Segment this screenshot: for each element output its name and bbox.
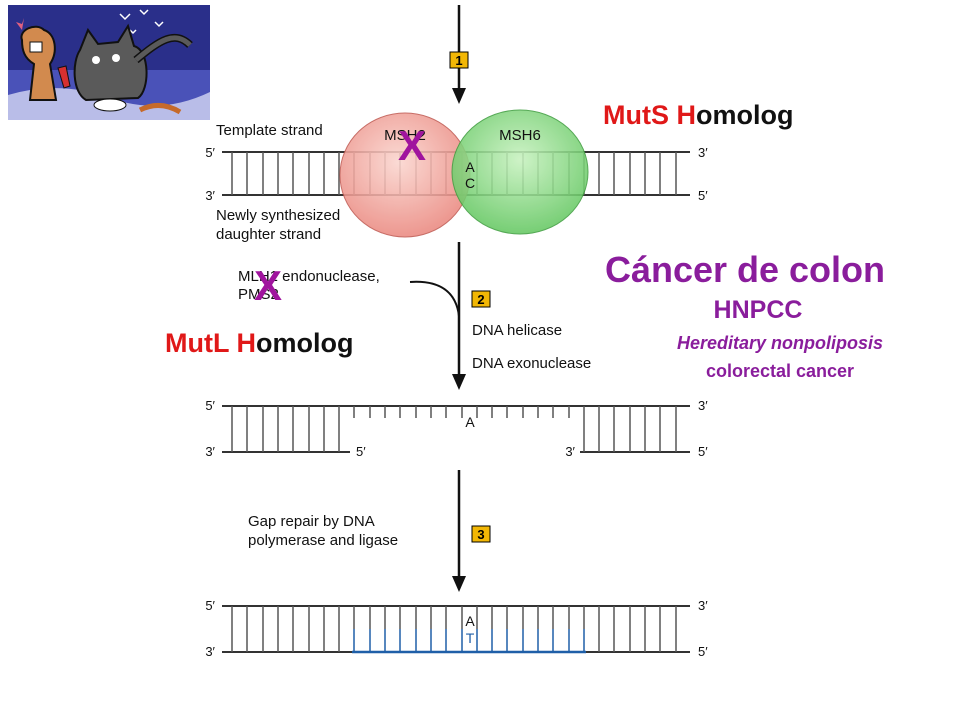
step-2-number: 2 <box>477 292 484 307</box>
cat-and-figure-cartoon <box>8 5 210 120</box>
strand-end-5: 5′ <box>698 644 708 659</box>
polymerase-ligase-label: polymerase and ligase <box>248 532 398 549</box>
base-a: A <box>465 414 475 430</box>
mismatch-base-top: A <box>465 159 475 175</box>
strand-end-3: 3′ <box>205 444 215 459</box>
strand-end-3: 3′ <box>698 398 708 413</box>
strand-end-5: 5′ <box>698 444 708 459</box>
strand-end-3: 3′ <box>698 598 708 613</box>
muts-homolog-label: MutS Homolog <box>603 100 794 130</box>
strand-end-3: 3′ <box>205 188 215 203</box>
gap-end-3: 3′ <box>565 444 575 459</box>
step-3-arrow <box>452 470 466 592</box>
template-strand-label: Template strand <box>216 122 323 139</box>
base-a: A <box>465 613 475 629</box>
hnpcc-label: HNPCC <box>714 296 803 324</box>
gap-end-5: 5′ <box>356 444 366 459</box>
dna-duplex-2-gapped: 5′ 3′ 3′ 5′ 5′ 3′ A <box>205 398 708 459</box>
step-3-box: 3 <box>471 525 491 543</box>
step-2-arrow <box>409 242 466 390</box>
step-3-number: 3 <box>477 527 484 542</box>
strand-end-5: 5′ <box>205 398 215 413</box>
mutl-homolog-label: MutL Homolog <box>165 328 354 358</box>
newly-synthesized-label: Newly synthesized <box>216 207 340 224</box>
dna-duplex-3-repaired: 5′ 3′ 3′ 5′ A T <box>205 598 708 659</box>
x-mark-msh2: X <box>398 122 426 169</box>
msh6-protein <box>451 109 589 235</box>
strand-end-5: 5′ <box>205 598 215 613</box>
step-2-box: 2 <box>471 290 491 308</box>
hnpcc-description-line-1: Hereditary nonpoliposis <box>677 333 883 353</box>
step-1-box: 1 <box>449 51 469 69</box>
msh6-label: MSH6 <box>499 127 541 144</box>
mismatch-base-bottom: C <box>465 175 475 191</box>
strand-end-5: 5′ <box>205 145 215 160</box>
hnpcc-description-line-2: colorectal cancer <box>706 361 854 381</box>
strand-end-5: 5′ <box>698 188 708 203</box>
dna-exonuclease-label: DNA exonuclease <box>472 355 591 372</box>
step-1-arrow <box>452 5 466 104</box>
gap-repair-label: Gap repair by DNA <box>248 513 375 530</box>
daughter-strand-label: daughter strand <box>216 226 321 243</box>
strand-end-3: 3′ <box>698 145 708 160</box>
cancer-title: Cáncer de colon <box>605 249 885 290</box>
msh2-label: MSH2 <box>384 127 426 144</box>
step-1-number: 1 <box>455 53 462 68</box>
base-t: T <box>466 630 475 646</box>
mlh1-endonuclease-label: MLH1 endonuclease, <box>238 268 380 285</box>
strand-end-3: 3′ <box>205 644 215 659</box>
x-mark-mlh1: X <box>254 262 282 309</box>
pms2-label: PMS2 <box>238 286 279 303</box>
dna-helicase-label: DNA helicase <box>472 322 562 339</box>
